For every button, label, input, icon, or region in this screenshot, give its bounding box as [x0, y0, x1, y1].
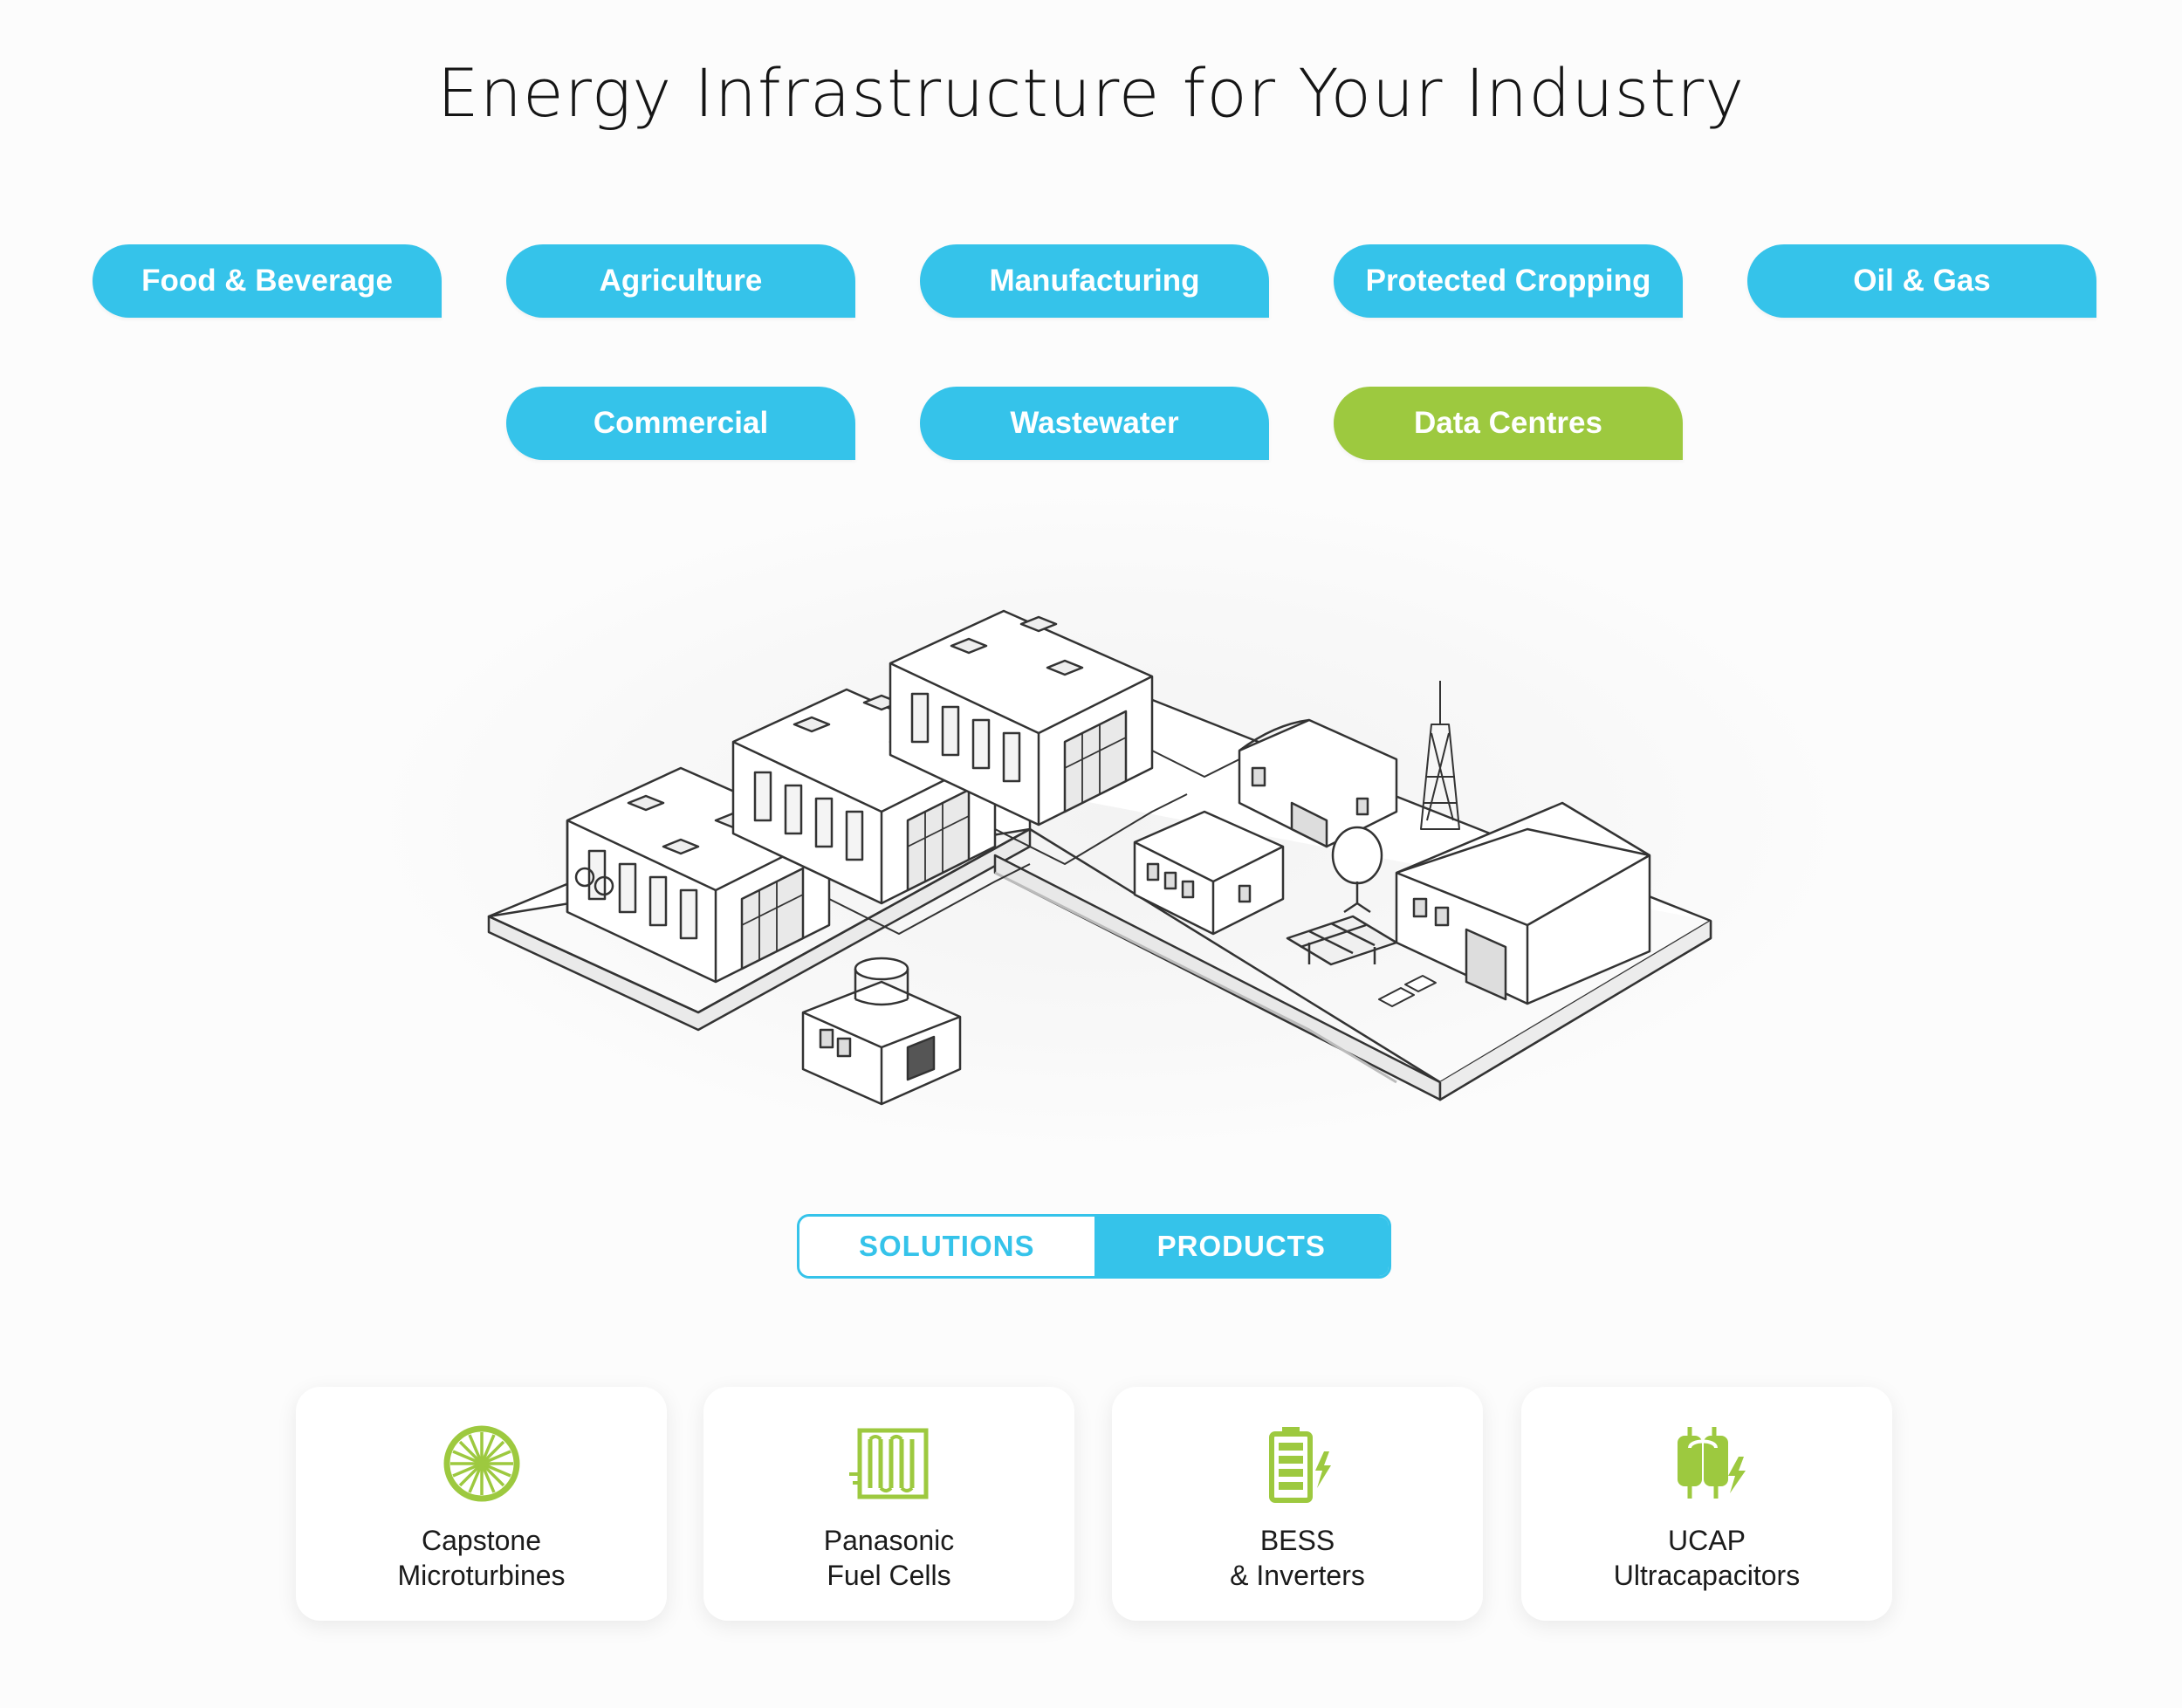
tab-wastewater[interactable]: Wastewater — [920, 387, 1269, 460]
data-hall-3 — [889, 609, 1154, 827]
product-line1: UCAP — [1668, 1525, 1746, 1556]
product-line1: Panasonic — [823, 1525, 955, 1556]
product-line2: Microturbines — [397, 1560, 566, 1591]
solutions-toggle-button[interactable]: SOLUTIONS — [799, 1217, 1094, 1276]
pipework — [828, 750, 1249, 935]
fuel-cell-icon — [848, 1428, 928, 1499]
tab-protected-cropping[interactable]: Protected Cropping — [1334, 244, 1683, 318]
water-tank-building — [801, 957, 962, 1106]
product-card-capstone[interactable]: Capstone Microturbines — [296, 1387, 667, 1621]
tab-manufacturing[interactable]: Manufacturing — [920, 244, 1269, 318]
comm-tower — [1420, 681, 1460, 830]
parked-cars — [1378, 975, 1437, 1007]
product-line2: Ultracapacitors — [1613, 1560, 1801, 1591]
battery-icon — [1268, 1427, 1331, 1503]
product-card-ucap[interactable]: UCAP Ultracapacitors — [1521, 1387, 1892, 1621]
large-warehouse — [1395, 801, 1651, 1005]
solutions-products-toggle: SOLUTIONS PRODUCTS — [797, 1214, 1391, 1279]
microturbine-icon — [443, 1425, 519, 1502]
ultracapacitor-icon — [1677, 1427, 1746, 1499]
data-centre-illustration — [367, 489, 1850, 1152]
product-card-panasonic[interactable]: Panasonic Fuel Cells — [703, 1387, 1074, 1621]
tab-food-beverage[interactable]: Food & Beverage — [93, 244, 442, 318]
tab-agriculture[interactable]: Agriculture — [506, 244, 855, 318]
small-warehouse — [1238, 718, 1398, 848]
product-line2: Fuel Cells — [827, 1560, 951, 1591]
solar-array — [1286, 915, 1398, 966]
office-building — [1133, 810, 1285, 936]
page-title: Energy Infrastructure for Your Industry — [436, 54, 1746, 132]
product-line1: BESS — [1259, 1525, 1335, 1556]
tab-commercial[interactable]: Commercial — [506, 387, 855, 460]
tab-data-centres[interactable]: Data Centres — [1334, 387, 1683, 460]
tab-oil-gas[interactable]: Oil & Gas — [1747, 244, 2096, 318]
products-toggle-button[interactable]: PRODUCTS — [1094, 1217, 1389, 1276]
product-line2: & Inverters — [1230, 1560, 1365, 1591]
product-card-bess[interactable]: BESS & Inverters — [1112, 1387, 1483, 1621]
product-line1: Capstone — [422, 1525, 541, 1556]
satellite-dish — [1331, 826, 1383, 914]
